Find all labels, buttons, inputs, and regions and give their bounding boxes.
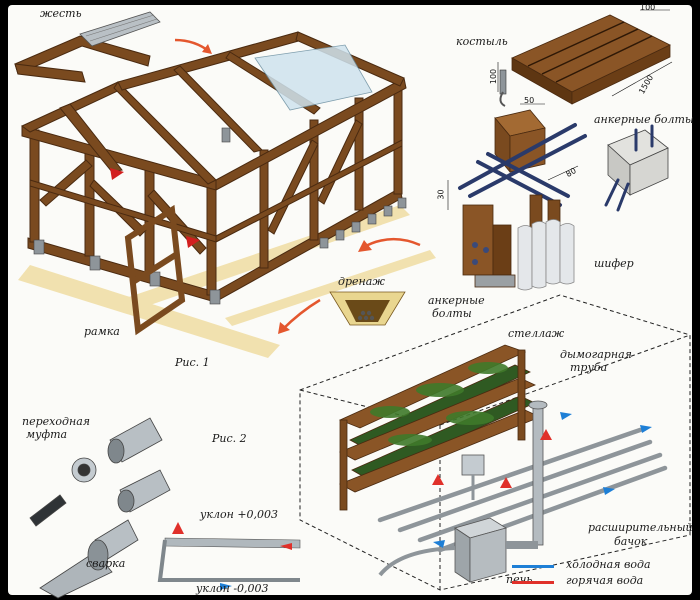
door-frame — [124, 204, 186, 336]
figure-1-caption: Рис. 1 — [175, 356, 210, 369]
plants-top — [370, 362, 508, 446]
drainage-trench — [329, 291, 406, 326]
dim-50: 50 — [524, 96, 535, 105]
wooden-lattice-panel — [511, 14, 671, 105]
label-uklon-plus: уклон +0,003 — [200, 508, 279, 521]
dim-100-top: 100 — [640, 3, 656, 12]
label-uklon-minus: уклон -0,003 — [196, 582, 269, 595]
roof-glass-pane — [254, 44, 373, 111]
label-kostyl: костыль — [456, 35, 508, 48]
label-dymogarnaya-2: труба — [570, 361, 608, 374]
legend-cold-swatch — [512, 565, 554, 568]
flue-pipe — [528, 400, 548, 546]
block-bolts — [604, 124, 654, 212]
kostyl-spike — [499, 69, 507, 107]
label-ankernye-bottom-1: анкерные — [428, 294, 485, 307]
dim-100-side: 100 — [489, 68, 499, 85]
dim-30: 30 — [436, 189, 446, 200]
dimension-lines — [447, 9, 673, 210]
label-pech: печь — [506, 573, 533, 586]
hot-flow-arrows — [432, 429, 552, 488]
label-perekhodnaya-2: муфта — [26, 428, 68, 441]
label-rasshiritelny-2: бачок — [614, 535, 648, 548]
red-markers — [110, 168, 200, 248]
label-zhest: жесть — [40, 7, 82, 20]
tin-sheet — [79, 11, 161, 47]
legend-hot-label: горячая вода — [566, 574, 644, 587]
label-rasshiritelny-1: расширительный — [588, 521, 693, 534]
stove — [454, 517, 507, 583]
annotation-arrows — [174, 38, 421, 334]
greenhouse-frame — [14, 31, 407, 303]
lattice-gaps — [527, 21, 653, 83]
label-dymogarnaya-1: дымогарная — [560, 348, 632, 361]
supply-pipe — [378, 546, 456, 577]
label-ankernye-bottom-2: болты — [432, 307, 472, 320]
slope-pipes — [157, 522, 301, 590]
legend-cold-label: холодная вода — [566, 558, 651, 571]
expansion-tank — [461, 454, 485, 476]
legend-hot-swatch — [512, 581, 554, 584]
welded-pipe — [39, 519, 139, 599]
label-svarka: сварка — [86, 557, 126, 570]
wall-bolts — [472, 242, 489, 265]
label-stellazh: стеллаж — [508, 327, 565, 340]
anchor-bolts-rods — [458, 123, 587, 207]
label-drenazh: дренаж — [338, 275, 385, 288]
label-ankernye-bolty-top: анкерные болты — [594, 113, 694, 126]
foundation-blocks — [33, 127, 407, 305]
slate-sheets — [517, 219, 575, 291]
label-perekhodnaya-1: переходная — [22, 415, 91, 428]
pipe-coupling-set — [29, 417, 171, 527]
label-shifer: шифер — [594, 257, 634, 270]
label-ramka: рамка — [84, 325, 120, 338]
figure-2-caption: Рис. 2 — [212, 432, 247, 445]
cold-flow-arrows — [433, 412, 652, 548]
